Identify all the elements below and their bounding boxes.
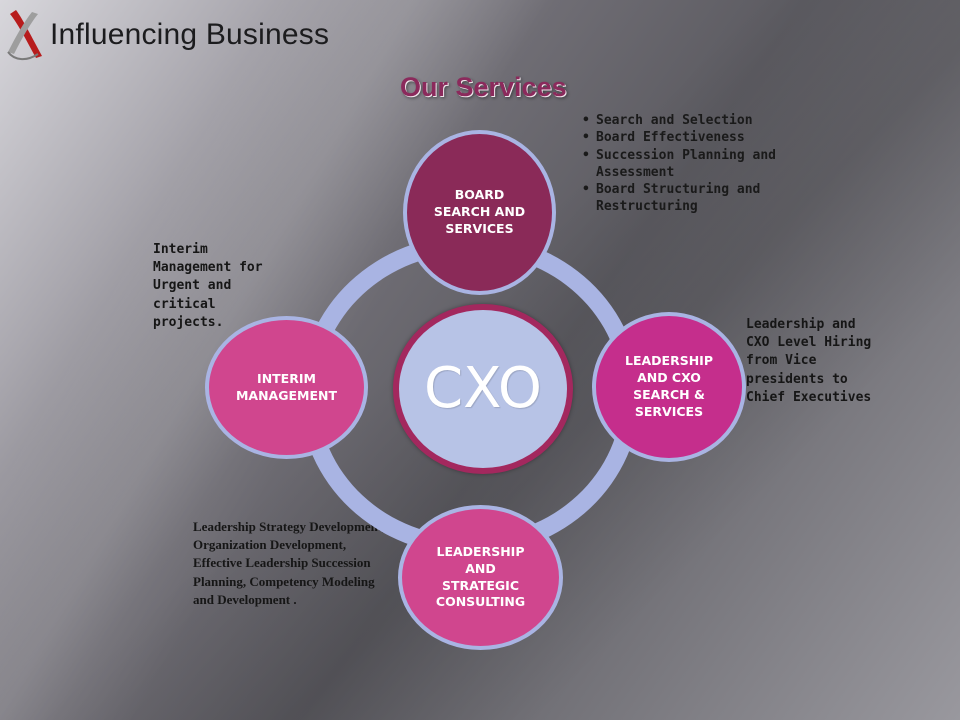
cxo-center-node: CXO: [393, 304, 573, 474]
board-services-list: •Search and Selection •Board Effectivene…: [580, 112, 780, 216]
interim-management-label: INTERIM MANAGEMENT: [235, 370, 337, 403]
interim-management-node: INTERIM MANAGEMENT: [205, 316, 368, 459]
board-search-node: BOARD SEARCH AND SERVICES: [403, 130, 556, 295]
brand-name: Influencing Business: [50, 18, 330, 51]
bullet-icon: •: [582, 147, 590, 163]
strategic-consulting-label: LEADERSHIP AND STRATEGIC CONSULTING: [435, 543, 526, 610]
interim-note: Interim Management for Urgent and critic…: [153, 242, 263, 330]
bullet-icon: •: [582, 182, 590, 198]
leadership-cxo-node: LEADERSHIP AND CXO SEARCH & SERVICES: [592, 312, 746, 462]
consulting-note: Leadership Strategy Development, Organiz…: [193, 519, 386, 607]
list-item: •Board Effectiveness: [582, 130, 745, 146]
board-search-label: BOARD SEARCH AND SERVICES: [433, 187, 526, 236]
bullet-icon: •: [582, 113, 590, 128]
bullet-icon: •: [582, 130, 590, 146]
leadership-note: Leadership and CXO Level Hiring from Vic…: [746, 317, 872, 405]
list-item: •Search and Selection: [582, 113, 753, 128]
page-title: Our Services: [400, 72, 567, 102]
cxo-center-label: CXO: [424, 356, 542, 422]
list-item: •Succession Planning and Assessment: [582, 147, 777, 180]
list-item: •Board Structuring and Restructuring: [582, 182, 761, 215]
brand-logo-icon: [7, 10, 42, 60]
leadership-cxo-label: LEADERSHIP AND CXO SEARCH & SERVICES: [625, 353, 713, 419]
strategic-consulting-node: LEADERSHIP AND STRATEGIC CONSULTING: [398, 505, 563, 650]
